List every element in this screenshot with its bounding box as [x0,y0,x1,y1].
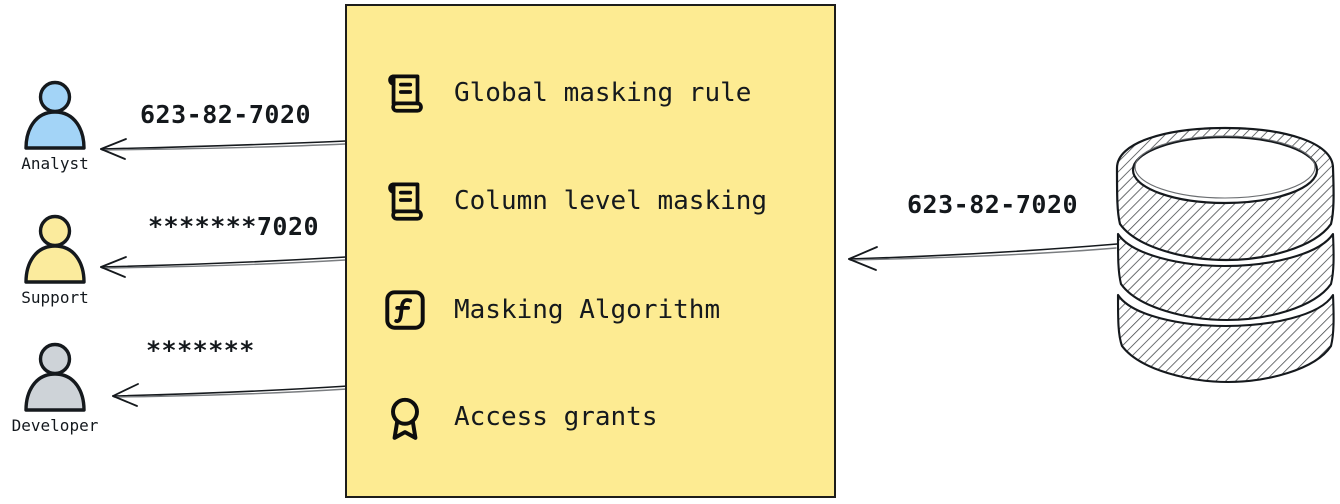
policy-item[interactable]: Global masking rule [380,68,751,118]
actor-label: Developer [11,416,99,435]
actor-developer[interactable]: Developer [0,340,110,435]
actor-analyst[interactable]: Analyst [0,78,110,173]
arrow-label: 623-82-7020 [907,190,1079,219]
policy-list: Global masking rule Column level masking [347,6,834,496]
award-ribbon-icon [391,397,419,440]
actor-label: Support [21,288,89,307]
person-icon [24,80,86,150]
arrow-line-icon [112,383,349,407]
actor-support[interactable]: Support [0,212,110,307]
policy-item[interactable]: Access grants [380,392,658,442]
scroll-document-icon [388,74,423,113]
policy-item[interactable]: Column level masking [380,176,767,226]
person-icon [24,214,86,284]
arrow-analyst: 623-82-7020 [98,100,348,160]
actor-label: Analyst [21,154,89,173]
arrow-line-icon [848,243,1118,271]
policy-item[interactable]: Masking Algorithm [380,285,720,335]
scroll-document-icon [388,182,423,221]
arrow-developer: ******* [110,336,350,407]
policy-item-label: Masking Algorithm [454,295,721,325]
arrow-line-icon [100,256,347,278]
person-icon [24,342,86,412]
database-cylinder-icon[interactable] [1110,120,1340,390]
policy-item-label: Global masking rule [454,78,752,108]
policy-panel: Global masking rule Column level masking [345,4,836,498]
arrow-database: 623-82-7020 [845,190,1120,280]
arrow-line-icon [100,138,347,160]
policy-item-label: Access grants [454,402,658,432]
policy-item-label: Column level masking [454,186,768,216]
arrow-label: *******7020 [148,212,320,241]
arrow-label: 623-82-7020 [140,100,312,129]
function-box-icon [385,290,425,330]
arrow-label: ******* [146,336,255,365]
arrow-support: *******7020 [98,212,348,278]
